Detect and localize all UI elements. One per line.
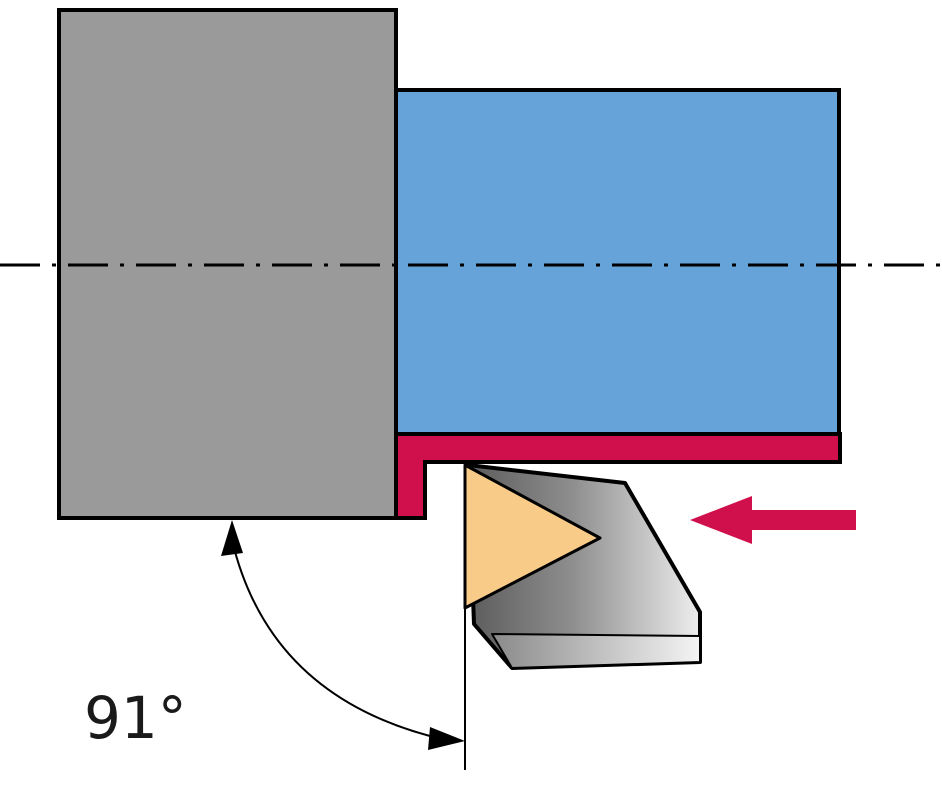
angle-arc-arrowhead-top	[221, 520, 243, 556]
machined-layer	[394, 432, 842, 520]
angle-arc	[231, 539, 447, 741]
angle-label: 91°	[84, 684, 187, 752]
cutting-insert	[463, 463, 602, 610]
feed-arrow-shaft	[740, 510, 856, 530]
tool-holder-face	[491, 633, 701, 669]
angle-arc-arrowhead-right	[428, 727, 465, 750]
feed-arrow-head	[690, 496, 752, 544]
workpiece	[394, 88, 841, 436]
